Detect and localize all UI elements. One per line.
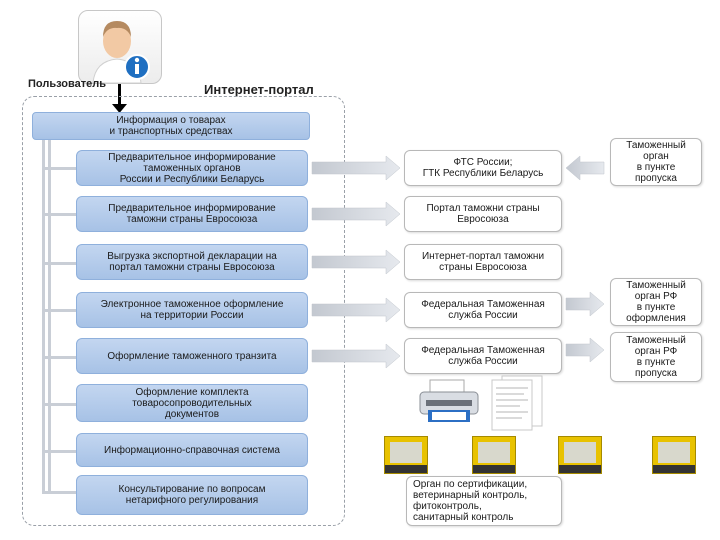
- user-label: Пользователь: [28, 78, 107, 90]
- printer-icon: [416, 378, 482, 424]
- info-box-text: Информация о товарах и транспортных сред…: [109, 115, 233, 137]
- user-arrow-head: [112, 104, 127, 113]
- service-text: Оформление комплекта товаросопроводитель…: [132, 386, 252, 420]
- target-box-fts-1[interactable]: Федеральная Таможенная служба России: [404, 292, 562, 328]
- service-text: Оформление таможенного транзита: [107, 350, 277, 362]
- left-connector: [42, 140, 45, 492]
- reference-book-icon: [652, 436, 696, 474]
- target-text: Интернет-портал таможни страны Евросоюза: [421, 251, 545, 273]
- customs-text: Таможенный орган в пункте пропуска: [626, 140, 686, 184]
- service-box-7[interactable]: Информационно-справочная система: [76, 433, 308, 467]
- arrow-right-4: [311, 297, 401, 323]
- target-text: Орган по сертификации, ветеринарный конт…: [413, 479, 528, 523]
- service-box-5[interactable]: Оформление таможенного транзита: [76, 338, 308, 374]
- customs-box-clearance[interactable]: Таможенный орган РФ в пункте оформления: [610, 278, 702, 326]
- left-connector-2: [48, 140, 51, 492]
- service-text: Выгрузка экспортной декларации на портал…: [107, 251, 277, 273]
- target-box-fts-gtk[interactable]: ФТС России; ГТК Республики Беларусь: [404, 150, 562, 186]
- info-box[interactable]: Информация о товарах и транспортных сред…: [32, 112, 310, 140]
- customs-box-checkpoint-rf[interactable]: Таможенный орган РФ в пункте пропуска: [610, 332, 702, 382]
- service-text: Консультирование по вопросам нетарифного…: [118, 484, 266, 506]
- target-text: ФТС России; ГТК Республики Беларусь: [422, 157, 544, 179]
- documents-icon: [482, 374, 548, 432]
- arrow-right-2: [311, 201, 401, 227]
- user-arrow: [118, 84, 121, 106]
- arrow-right-5: [311, 343, 401, 369]
- tick-1: [42, 167, 76, 170]
- tick-6: [42, 403, 76, 406]
- service-text: Предварительное информирование таможенны…: [108, 151, 276, 185]
- service-text: Электронное таможенное оформление на тер…: [100, 299, 284, 321]
- target-text: Федеральная Таможенная служба России: [421, 345, 545, 367]
- tick-8: [42, 491, 76, 494]
- arrow-right-7: [565, 337, 605, 363]
- user-avatar-icon: [78, 10, 162, 84]
- service-box-2[interactable]: Предварительное информирование таможни с…: [76, 196, 308, 232]
- reference-book-icon: [558, 436, 602, 474]
- tick-7: [42, 450, 76, 453]
- arrow-left-1: [565, 155, 605, 181]
- service-text: Информационно-справочная система: [104, 444, 280, 456]
- customs-text: Таможенный орган РФ в пункте оформления: [626, 280, 686, 324]
- service-text: Предварительное информирование таможни с…: [108, 203, 276, 225]
- target-text: Федеральная Таможенная служба России: [421, 299, 545, 321]
- service-box-3[interactable]: Выгрузка экспортной декларации на портал…: [76, 244, 308, 280]
- arrow-right-3: [311, 249, 401, 275]
- service-box-1[interactable]: Предварительное информирование таможенны…: [76, 150, 308, 186]
- customs-box-checkpoint[interactable]: Таможенный орган в пункте пропуска: [610, 138, 702, 186]
- service-box-6[interactable]: Оформление комплекта товаросопроводитель…: [76, 384, 308, 422]
- target-box-fts-2[interactable]: Федеральная Таможенная служба России: [404, 338, 562, 374]
- target-box-eu-internet-portal[interactable]: Интернет-портал таможни страны Евросоюза: [404, 244, 562, 280]
- service-box-4[interactable]: Электронное таможенное оформление на тер…: [76, 292, 308, 328]
- target-box-certification[interactable]: Орган по сертификации, ветеринарный конт…: [406, 476, 562, 526]
- target-text: Портал таможни страны Евросоюза: [426, 203, 540, 225]
- tick-4: [42, 309, 76, 312]
- portal-title: Интернет-портал: [204, 82, 314, 97]
- tick-2: [42, 213, 76, 216]
- target-box-eu-portal[interactable]: Портал таможни страны Евросоюза: [404, 196, 562, 232]
- tick-5: [42, 356, 76, 359]
- arrow-right-1: [311, 155, 401, 181]
- reference-book-icon: [384, 436, 428, 474]
- reference-book-icon: [472, 436, 516, 474]
- tick-3: [42, 262, 76, 265]
- customs-text: Таможенный орган РФ в пункте пропуска: [626, 335, 686, 379]
- service-box-8[interactable]: Консультирование по вопросам нетарифного…: [76, 475, 308, 515]
- arrow-right-6: [565, 291, 605, 317]
